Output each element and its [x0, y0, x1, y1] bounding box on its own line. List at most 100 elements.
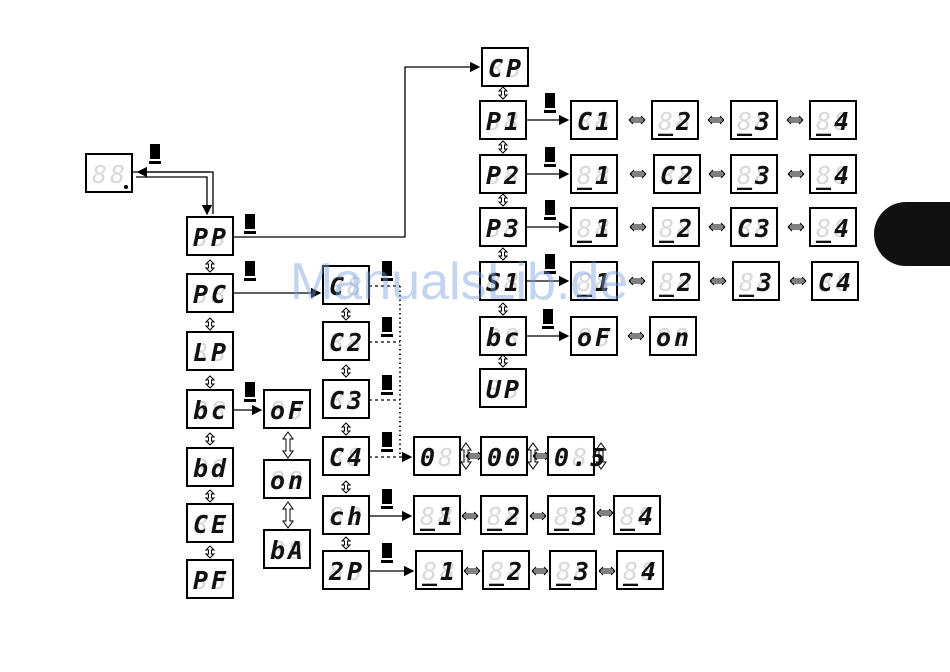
button-press-icon [544, 254, 556, 274]
display-segment-ghost: 88 [193, 510, 229, 539]
display-segment-ghost: 88 [577, 107, 613, 136]
double-arrow-icon [341, 480, 351, 494]
double-arrow-icon [629, 222, 647, 232]
display-segment-ghost: 88 [739, 268, 775, 297]
display-segment-ghost: 88 [270, 396, 306, 425]
display-segment-ghost: 88 [737, 214, 773, 243]
display-segment-ghost: 88 [659, 214, 695, 243]
double-arrow-icon [629, 169, 647, 179]
connector-line [133, 171, 214, 214]
display-v0: 88 0 [413, 436, 461, 476]
display-segment-ghost: 88 [486, 375, 522, 404]
display-p1c2: 88_2 [651, 100, 699, 140]
display-label-up: UP [486, 375, 522, 404]
double-arrow-icon [709, 276, 727, 286]
display-segment-ghost: 88 [486, 214, 522, 243]
button-press-icon [149, 144, 161, 164]
display-p2c3: 88_3 [730, 154, 778, 194]
display-label-p1: P1 [486, 107, 522, 136]
display-segment-ghost: 88 [193, 338, 229, 367]
display-segment-ghost: 88 [489, 557, 525, 586]
display-segment-ghost: 88 [556, 557, 592, 586]
double-arrow-icon [627, 331, 645, 341]
display-segment-ghost: 88 [660, 161, 696, 190]
double-arrow-icon [341, 364, 351, 378]
display-label-bc-l: bc [193, 396, 229, 425]
display-segment-ghost: 88 [92, 160, 128, 189]
button-press-icon [244, 214, 256, 234]
display-segment-ghost: 88 [659, 268, 695, 297]
display-label-p3c1: _1 [577, 214, 613, 243]
double-arrow-icon [708, 222, 726, 232]
display-segment-ghost: 88 [737, 107, 773, 136]
display-label-bc-r: bc [486, 323, 522, 352]
display-segment-ghost: 88 [487, 443, 523, 472]
double-arrow-icon [498, 247, 508, 261]
display-segment-ghost: 88 [818, 268, 854, 297]
display-segment-ghost: 88 [486, 161, 522, 190]
display-segment-ghost: 88 [193, 396, 229, 425]
display-2p3: 88_3 [549, 550, 597, 590]
display-segment-ghost: 88 [816, 161, 852, 190]
display-label-p1c2: _2 [658, 107, 694, 136]
double-arrow-icon [498, 140, 508, 154]
display-segment-ghost: 88 [816, 107, 852, 136]
button-press-icon [542, 309, 554, 329]
display-c1-m: 88C [322, 265, 370, 305]
display-2p4: 88_4 [616, 550, 664, 590]
double-arrow-icon [341, 307, 351, 321]
button-press-icon [381, 543, 393, 563]
double-arrow-icon [205, 317, 215, 331]
display-segment-ghost: 88 [420, 502, 456, 531]
display-segment-ghost: 88 [623, 557, 659, 586]
double-arrow-icon [707, 115, 725, 125]
display-segment-ghost: 88 [422, 557, 458, 586]
display-label-v0: 0 [420, 443, 438, 472]
display-ch2: 88_2 [480, 495, 528, 535]
display-segment-ghost: 88 [329, 443, 365, 472]
double-arrow-icon [708, 169, 726, 179]
double-arrow-icon [205, 489, 215, 503]
display-segment-ghost: 88 [620, 502, 656, 531]
display-label-c4-m: C4 [329, 443, 365, 472]
display-label-ch2: _2 [487, 502, 523, 531]
display-p3c1: 88_1 [570, 207, 618, 247]
display-label-ba: bA [270, 536, 306, 565]
display-segment-ghost: 88 [554, 502, 590, 531]
double-arrow-icon [205, 432, 215, 446]
display-label-pp: PP [193, 223, 229, 252]
display-label-ch1: _1 [420, 502, 456, 531]
display-label-p3c2: _2 [659, 214, 695, 243]
display-label-2p3: _3 [556, 557, 592, 586]
display-s1c1: 88_1 [570, 261, 618, 301]
double-arrow-icon [498, 86, 508, 100]
display-segment-ghost: 88 [329, 557, 365, 586]
section-tab [874, 202, 950, 266]
display-label-2p4: _4 [623, 557, 659, 586]
display-label-p1c1: C1 [577, 107, 613, 136]
display-segment-ghost: 88 [329, 502, 365, 531]
display-label-s1c4: C4 [818, 268, 854, 297]
display-label-v05: 0.5 [554, 443, 608, 472]
display-p2c1: 88_1 [570, 154, 618, 194]
display-s1c3: 88_3 [732, 261, 780, 301]
double-arrow-icon [461, 511, 479, 521]
display-start: 88 [85, 153, 133, 193]
button-press-icon [544, 147, 556, 167]
double-arrow-icon [282, 501, 294, 529]
double-arrow-icon [205, 545, 215, 559]
double-arrow-icon [529, 511, 547, 521]
